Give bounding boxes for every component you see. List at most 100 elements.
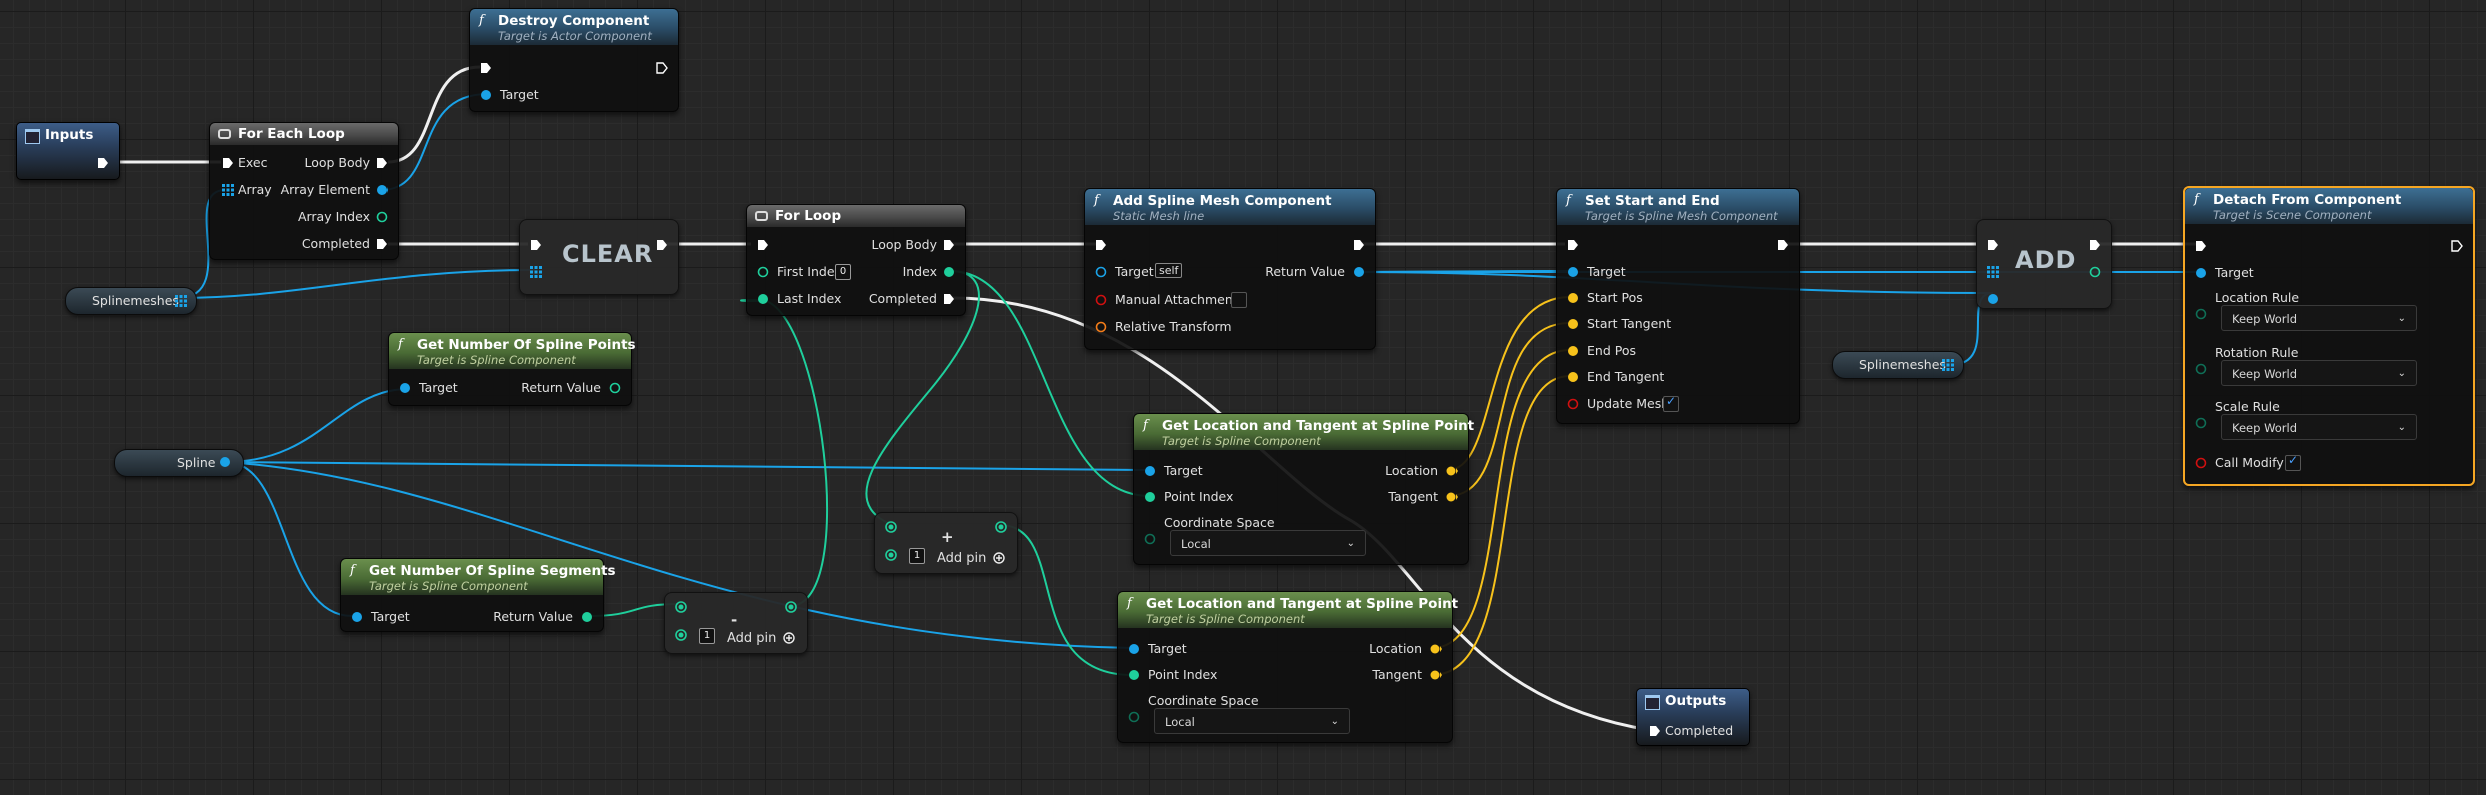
manual-attachment-pin[interactable]: [1095, 294, 1107, 306]
start-pos-pin[interactable]: [1567, 292, 1579, 304]
completed-pin[interactable]: [376, 238, 388, 250]
end-tangent-pin[interactable]: [1567, 371, 1579, 383]
end-pos-pin[interactable]: [1567, 345, 1579, 357]
get-number-of-spline-segments-node[interactable]: f Get Number Of Spline Segments Target i…: [340, 558, 616, 632]
add-pin-label[interactable]: Add pin: [727, 631, 777, 646]
detach-from-component-node[interactable]: f Detach From Component Target is Scene …: [2183, 186, 2475, 486]
coordinate-space-pin[interactable]: [1128, 711, 1140, 723]
loop-body-pin[interactable]: [943, 239, 955, 251]
target-pin[interactable]: [1567, 266, 1579, 278]
location-pin[interactable]: [1446, 465, 1458, 477]
b-pin[interactable]: [675, 629, 687, 641]
coordinate-space-pin[interactable]: [1144, 533, 1156, 545]
exec-out-pin[interactable]: [2451, 240, 2463, 252]
array-add-node[interactable]: ADD: [1976, 219, 2112, 309]
target-array-pin[interactable]: [530, 266, 542, 278]
get-location-and-tangent-node-1[interactable]: f Get Location and Tangent at Spline Poi…: [1133, 413, 1474, 565]
exec-in-pin[interactable]: [1567, 239, 1579, 251]
tangent-pin[interactable]: [1430, 669, 1442, 681]
target-pin[interactable]: [399, 382, 411, 394]
call-modify-pin[interactable]: [2195, 457, 2207, 469]
exec-in-pin[interactable]: [1987, 239, 1999, 251]
add-pin-icon[interactable]: [783, 632, 795, 644]
exec-out-pin[interactable]: [656, 239, 668, 251]
array-out-pin[interactable]: [1942, 359, 1954, 371]
target-pin[interactable]: [351, 611, 363, 623]
exec-out-pin[interactable]: [1777, 239, 1789, 251]
last-index-pin[interactable]: [757, 293, 769, 305]
for-each-loop-node[interactable]: For Each Loop Exec Array Loop Body Array…: [209, 122, 399, 260]
get-number-of-spline-points-node[interactable]: f Get Number Of Spline Points Target is …: [388, 332, 636, 406]
target-pin[interactable]: [480, 89, 492, 101]
result-pin[interactable]: [995, 521, 1007, 533]
index-out-pin[interactable]: [2089, 266, 2101, 278]
object-out-pin[interactable]: [219, 456, 231, 468]
exec-in-pin[interactable]: [530, 239, 542, 251]
exec-in-pin[interactable]: [222, 157, 234, 169]
rotation-rule-dropdown[interactable]: Keep World⌄: [2221, 360, 2417, 386]
b-value-field[interactable]: 1: [909, 548, 925, 564]
exec-out-pin[interactable]: [2089, 239, 2101, 251]
exec-in-pin[interactable]: [2195, 240, 2207, 252]
exec-out-pin[interactable]: [1353, 239, 1365, 251]
tangent-pin[interactable]: [1446, 491, 1458, 503]
b-pin[interactable]: [885, 549, 897, 561]
array-index-pin[interactable]: [376, 211, 388, 223]
splinemeshes-variable[interactable]: Splinemeshes: [65, 287, 197, 315]
add-pin-icon[interactable]: [993, 552, 1005, 564]
loop-body-pin[interactable]: [376, 157, 388, 169]
subtract-node[interactable]: 1 - Add pin: [664, 592, 808, 654]
index-pin[interactable]: [943, 266, 955, 278]
a-pin[interactable]: [675, 601, 687, 613]
coordinate-space-dropdown[interactable]: Local⌄: [1154, 708, 1350, 734]
exec-out-pin[interactable]: [97, 157, 109, 169]
point-index-pin[interactable]: [1128, 669, 1140, 681]
scale-rule-pin[interactable]: [2195, 417, 2207, 429]
add-spline-mesh-component-node[interactable]: f Add Spline Mesh Component Static Mesh …: [1084, 188, 1376, 350]
splinemeshes-variable[interactable]: Splinemeshes: [1832, 351, 1964, 379]
call-modify-checkbox[interactable]: ✓: [2285, 453, 2301, 471]
get-location-and-tangent-node-2[interactable]: f Get Location and Tangent at Spline Poi…: [1117, 591, 1458, 743]
target-pin[interactable]: [1128, 643, 1140, 655]
result-pin[interactable]: [785, 601, 797, 613]
completed-pin[interactable]: [943, 293, 955, 305]
coordinate-space-dropdown[interactable]: Local⌄: [1170, 530, 1366, 556]
first-index-pin[interactable]: [757, 266, 769, 278]
destroy-component-node[interactable]: f Destroy Component Target is Actor Comp…: [469, 8, 679, 112]
target-pin[interactable]: [1144, 465, 1156, 477]
return-value-pin[interactable]: [609, 382, 621, 394]
array-pin[interactable]: [222, 184, 234, 196]
location-rule-pin[interactable]: [2195, 308, 2207, 320]
new-item-pin[interactable]: [1987, 293, 1999, 305]
exec-in-pin[interactable]: [1095, 239, 1107, 251]
target-pin[interactable]: [1095, 266, 1107, 278]
inputs-node[interactable]: Inputs: [16, 122, 120, 180]
target-array-pin[interactable]: [1987, 266, 1999, 278]
a-pin[interactable]: [885, 521, 897, 533]
outputs-node[interactable]: Outputs Completed: [1636, 688, 1750, 746]
add-pin-label[interactable]: Add pin: [937, 551, 987, 566]
exec-in-pin[interactable]: [1649, 725, 1661, 737]
update-mesh-checkbox[interactable]: ✓: [1663, 394, 1679, 412]
target-pin[interactable]: [2195, 267, 2207, 279]
first-index-field[interactable]: 0: [835, 264, 851, 280]
add-node[interactable]: 1 + Add pin: [874, 512, 1018, 574]
exec-in-pin[interactable]: [757, 239, 769, 251]
array-element-pin[interactable]: [376, 184, 388, 196]
spline-variable[interactable]: Spline: [114, 449, 244, 477]
point-index-pin[interactable]: [1144, 491, 1156, 503]
for-loop-node[interactable]: For Loop First Index 0 Last Index Loop B…: [746, 204, 966, 316]
set-start-and-end-node[interactable]: f Set Start and End Target is Spline Mes…: [1556, 188, 1800, 424]
rotation-rule-pin[interactable]: [2195, 363, 2207, 375]
exec-in-pin[interactable]: [480, 62, 492, 74]
update-mesh-pin[interactable]: [1567, 398, 1579, 410]
start-tangent-pin[interactable]: [1567, 318, 1579, 330]
array-out-pin[interactable]: [175, 295, 187, 307]
return-value-pin[interactable]: [581, 611, 593, 623]
manual-attachment-checkbox[interactable]: [1231, 292, 1247, 308]
location-rule-dropdown[interactable]: Keep World⌄: [2221, 305, 2417, 331]
return-value-pin[interactable]: [1353, 266, 1365, 278]
exec-out-pin[interactable]: [656, 62, 668, 74]
scale-rule-dropdown[interactable]: Keep World⌄: [2221, 414, 2417, 440]
